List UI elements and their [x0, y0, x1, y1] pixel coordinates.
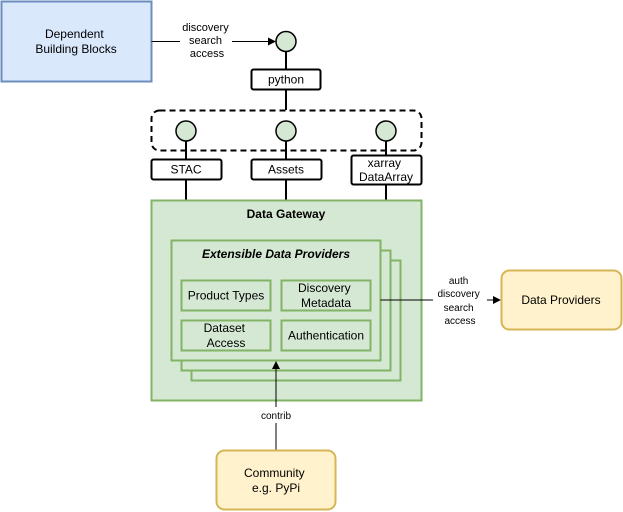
discovery-metadata-box: [280, 279, 372, 312]
edge-top-label: discovery search access: [182, 22, 232, 60]
data-providers-box: [500, 269, 623, 331]
dependent-building-blocks-label: Dependent Building Blocks: [35, 27, 116, 56]
extensible-providers-title: Extensible Data Providers: [202, 247, 350, 261]
assets-interface-icon: [275, 120, 297, 142]
assets-label: Assets: [268, 163, 304, 177]
authentication-box: [280, 319, 372, 352]
python-interface-icon: [275, 30, 297, 53]
stac-interface-icon: [175, 120, 197, 142]
assets-box: [250, 158, 323, 181]
dataset-access-box: [180, 319, 272, 352]
community-box: [215, 449, 337, 511]
stac-box: [150, 158, 223, 181]
discovery-metadata-label: Discovery Metadata: [298, 281, 354, 310]
product-types-label: Product Types: [188, 289, 265, 303]
xarray-interface-icon: [375, 120, 397, 142]
edge-providers-label: auth discovery search access: [437, 276, 482, 327]
xarray-label: xarray DataArray: [359, 156, 413, 184]
dependent-building-blocks-box: [0, 0, 153, 83]
data-providers-label: Data Providers: [521, 293, 600, 307]
python-label: python: [268, 73, 304, 87]
data-gateway-title: Data Gateway: [247, 207, 326, 221]
authentication-label: Authentication: [288, 329, 364, 343]
python-box: [250, 68, 322, 91]
dataset-access-label: Dataset Access: [204, 321, 249, 350]
xarray-box: [350, 154, 423, 186]
stac-label: STAC: [170, 163, 201, 177]
edge-community-label: contrib: [261, 411, 291, 422]
product-types-box: [180, 279, 272, 312]
community-label: Community e.g. PyPi: [244, 466, 308, 495]
